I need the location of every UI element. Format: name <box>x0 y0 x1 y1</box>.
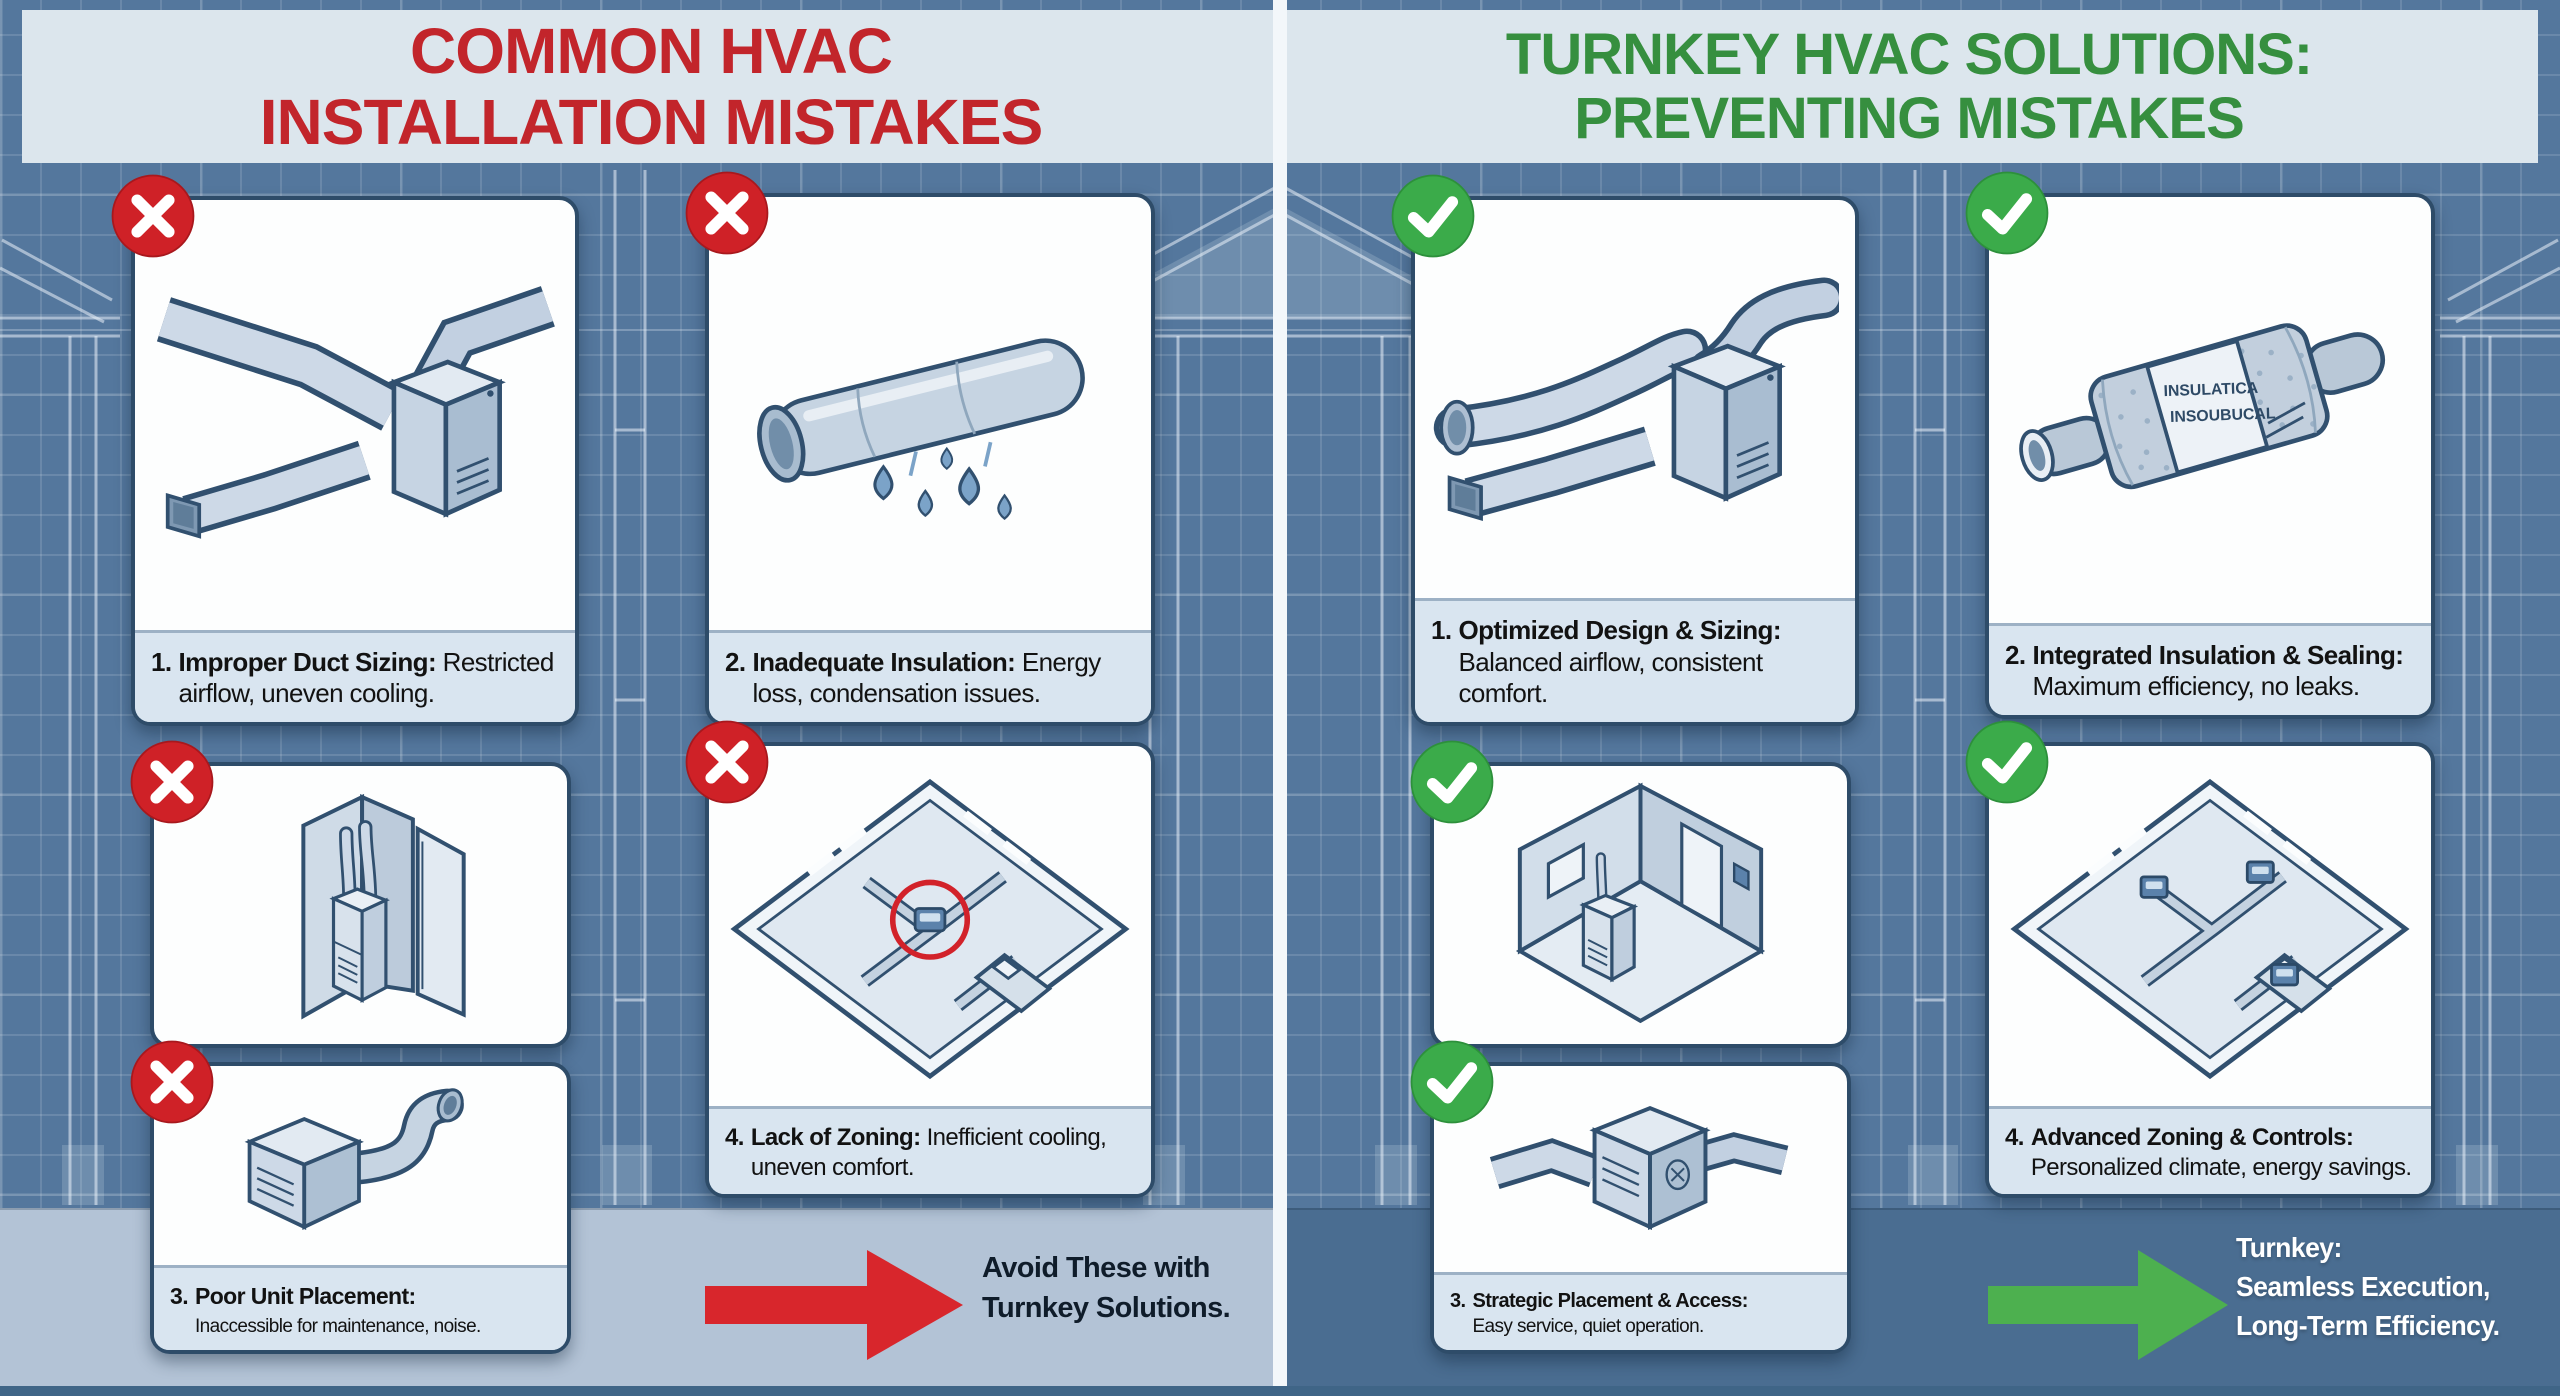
thermostat-icon <box>2270 963 2299 987</box>
check-badge-icon <box>1410 1040 1494 1124</box>
mistakes-title-line1: COMMON HVAC <box>410 15 893 88</box>
insulated-pipe-illustration: INSULATICA INSOUBUCAL <box>1989 197 2431 623</box>
card-caption: 2. Integrated Insulation & Sealing: Maxi… <box>1989 622 2431 715</box>
solution-card-mechanical-room <box>1410 740 1851 1048</box>
strategic-placement-illustration <box>1434 1066 1847 1272</box>
card-caption: 3. Poor Unit Placement: Inaccessible for… <box>154 1264 567 1350</box>
item-desc: Maximum efficiency, no leaks. <box>2032 671 2360 702</box>
multi-zone-floorplan-illustration <box>1989 746 2431 1106</box>
solution-card-strategic-placement: 3. Strategic Placement & Access: Easy se… <box>1410 1040 1851 1354</box>
problem-highlight-circle <box>889 879 971 960</box>
mistakes-title: COMMON HVAC INSTALLATION MISTAKES <box>260 16 1043 157</box>
panel-divider <box>1273 0 1287 1396</box>
solution-card-design-sizing: 1. Optimized Design & Sizing: Balanced a… <box>1391 174 1859 726</box>
thermostat-icon <box>2245 860 2275 884</box>
x-badge-icon <box>685 171 769 255</box>
solution-card-insulation-sealing: INSULATICA INSOUBUCAL 2. Integrated Insu… <box>1965 171 2435 719</box>
item-number: 1. <box>1431 614 1452 645</box>
solution-card-zoning-controls: 4. Advanced Zoning & Controls: Personali… <box>1965 720 2435 1198</box>
insulation-label: INSOUBUCAL <box>2170 405 2276 426</box>
duct-system-illustration <box>135 200 575 630</box>
item-number: 4. <box>2005 1124 2024 1152</box>
mistake-card-unit-placement: 3. Poor Unit Placement: Inaccessible for… <box>130 1040 571 1354</box>
mechanical-room-illustration <box>1434 766 1847 1044</box>
water-droplets-icon <box>873 441 1012 520</box>
right-header: TURNKEY HVAC SOLUTIONS: PREVENTING MISTA… <box>1280 10 2538 163</box>
thermostat-icon <box>1732 861 1750 892</box>
check-badge-icon <box>1965 171 2049 255</box>
x-badge-icon <box>685 720 769 804</box>
blueprint-background-drawing <box>1280 170 2560 1205</box>
single-zone-floorplan-illustration <box>709 746 1151 1106</box>
note-line2: Seamless Execution, <box>2236 1271 2490 1303</box>
mistake-card-insulation: 2. Inadequate Insulation: Energy loss, c… <box>685 171 1155 726</box>
solutions-title-line2: PREVENTING MISTAKES <box>1574 85 2245 151</box>
note-line2: Turnkey Solutions. <box>982 1292 1231 1325</box>
item-title: Improper Duct Sizing: <box>178 646 437 677</box>
item-title: Lack of Zoning: <box>750 1124 921 1152</box>
blueprint-background-drawing <box>0 170 1280 1205</box>
item-number: 1. <box>151 646 172 677</box>
x-badge-icon <box>130 1040 214 1124</box>
mistakes-title-line2: INSTALLATION MISTAKES <box>259 85 1043 158</box>
card-caption: 4. Lack of Zoning: Inefficient cooling, … <box>709 1106 1151 1194</box>
mistake-card-furnace-closet <box>130 740 571 1048</box>
solutions-footer-note: Turnkey: Seamless Execution, Long-Term E… <box>2236 1228 2500 1346</box>
item-desc: Easy service, quiet operation. <box>1472 1315 1704 1337</box>
note-line1: Avoid These with <box>982 1252 1210 1284</box>
condensation-pipe-illustration <box>709 197 1151 630</box>
item-title: Optimized Design & Sizing: <box>1458 614 1781 645</box>
note-line1: Turnkey: <box>2236 1232 2342 1263</box>
mistakes-panel: COMMON HVAC INSTALLATION MISTAKES <box>0 0 1280 1396</box>
insulation-label: INSULATICA <box>2163 380 2259 400</box>
item-title: Poor Unit Placement: <box>194 1282 416 1309</box>
note-line3: Long-Term Efficiency. <box>2236 1310 2500 1342</box>
thermostat-icon <box>2139 875 2169 899</box>
solutions-title: TURNKEY HVAC SOLUTIONS: PREVENTING MISTA… <box>1505 21 2313 151</box>
item-desc: Inefficient cooling, uneven comfort. <box>750 1124 1107 1181</box>
mistakes-footer-note: Avoid These with Turnkey Solutions. <box>982 1248 1231 1328</box>
x-badge-icon <box>111 174 195 258</box>
item-number: 4. <box>725 1124 744 1152</box>
unit-placement-illustration <box>154 1066 567 1265</box>
mistake-card-duct-sizing: 1. Improper Duct Sizing: Restricted airf… <box>111 174 579 726</box>
card-caption: 2. Inadequate Insulation: Energy loss, c… <box>709 629 1151 722</box>
item-number: 3. <box>1450 1290 1466 1313</box>
left-header: COMMON HVAC INSTALLATION MISTAKES <box>22 10 1280 163</box>
item-desc: Restricted airflow, uneven cooling. <box>178 646 554 709</box>
optimized-duct-system-illustration <box>1415 200 1855 598</box>
mistake-card-zoning: 4. Lack of Zoning: Inefficient cooling, … <box>685 720 1155 1198</box>
solutions-title-line1: TURNKEY HVAC SOLUTIONS: <box>1505 21 2313 87</box>
check-badge-icon <box>1965 720 2049 804</box>
item-number: 2. <box>725 646 746 677</box>
card-caption: 4. Advanced Zoning & Controls: Personali… <box>1989 1106 2431 1194</box>
check-badge-icon <box>1391 174 1475 258</box>
item-title: Integrated Insulation & Sealing: <box>2032 639 2404 670</box>
item-title: Inadequate Insulation: <box>752 646 1016 677</box>
item-number: 3. <box>170 1282 189 1309</box>
bottom-edge-strip <box>0 1386 2560 1396</box>
item-desc: Personalized climate, energy savings. <box>2030 1153 2412 1181</box>
card-caption: 1. Improper Duct Sizing: Restricted airf… <box>135 629 575 722</box>
card-caption: 3. Strategic Placement & Access: Easy se… <box>1434 1272 1847 1350</box>
furnace-closet-illustration <box>154 766 567 1044</box>
item-desc: Energy loss, condensation issues. <box>752 646 1101 709</box>
item-desc: Balanced airflow, consistent comfort. <box>1458 646 1763 709</box>
item-title: Strategic Placement & Access: <box>1472 1290 1748 1313</box>
item-title: Advanced Zoning & Controls: <box>2030 1124 2354 1152</box>
item-number: 2. <box>2005 639 2026 670</box>
card-caption: 1. Optimized Design & Sizing: Balanced a… <box>1415 597 1855 722</box>
check-badge-icon <box>1410 740 1494 824</box>
x-badge-icon <box>130 740 214 824</box>
item-desc: Inaccessible for maintenance, noise. <box>194 1315 481 1337</box>
